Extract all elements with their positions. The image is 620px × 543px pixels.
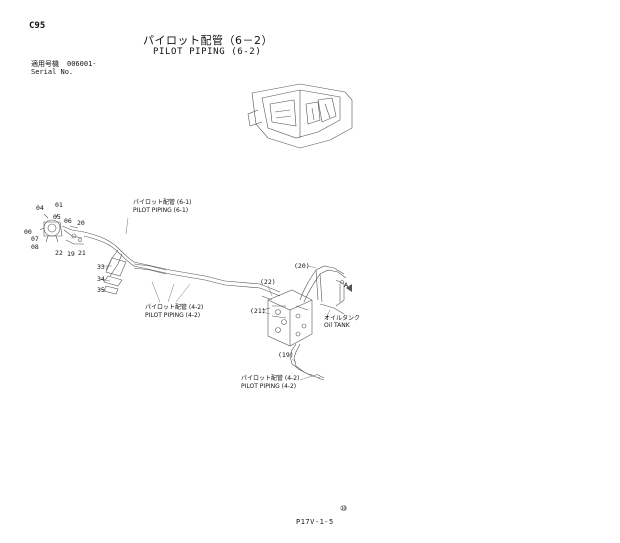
part-label: (19) [278, 351, 294, 359]
callout-pilot-piping-4-2-en: PILOT PIPING (4-2) [145, 312, 201, 319]
part-label: (20) [294, 262, 310, 270]
part-label: 05 [53, 213, 61, 221]
part-label: 00 [24, 228, 32, 236]
view-arrow-a-label: A [344, 282, 349, 289]
callout-lower-pilot-piping-4-2-ja: パイロット配管 (4-2) [241, 375, 300, 382]
part-label: 04 [36, 204, 44, 212]
part-label: (21) [250, 307, 266, 315]
serial-number: 006001- [67, 60, 97, 68]
revision-symbol: ⑩ [340, 504, 348, 513]
part-label: 21 [78, 249, 86, 257]
control-valve-block [261, 289, 313, 347]
part-label: 33 [97, 263, 105, 271]
callout-oil-tank-ja: オイルタンク [324, 315, 361, 322]
serial-label-english: Serial No. [31, 68, 74, 76]
title-japanese: パイロット配管（6－2） [143, 34, 273, 47]
part-label: 19 [67, 250, 75, 258]
pilot-valve-cluster [39, 213, 85, 245]
part-label: 08 [31, 243, 39, 251]
view-arrow-a [346, 284, 352, 292]
callout-lower-pilot-piping-4-2-en: PILOT PIPING (4-2) [241, 383, 297, 390]
page-code-label: C95 [29, 21, 46, 31]
callout-pilot-piping-4-2-ja: パイロット配管 (4-2) [145, 304, 204, 311]
part-label: 06 [64, 217, 72, 225]
part-label: 07 [31, 235, 39, 243]
part-label: (22) [260, 278, 276, 286]
hose-stack [103, 257, 127, 295]
callout-pilot-piping-6-1-ja: パイロット配管 (6-1) [133, 199, 192, 206]
callout-oil-tank-en: Oil TANK [324, 322, 350, 329]
tank-return-pipe [299, 265, 347, 315]
callout-pilot-piping-6-1-en: PILOT PIPING (6-1) [133, 207, 189, 214]
pilot-pipe-run [83, 231, 281, 297]
part-label: 35 [97, 286, 105, 294]
part-label: 34 [97, 275, 105, 283]
title-english: PILOT PIPING (6-2) [153, 47, 262, 57]
part-label: 20 [77, 219, 85, 227]
part-label: 22 [55, 249, 63, 257]
machine-thumbnail [247, 83, 353, 149]
serial-label-japanese: 適用号機 [31, 60, 59, 68]
page-number: P17V-1-5 [296, 518, 334, 526]
part-label: 01 [55, 201, 63, 209]
